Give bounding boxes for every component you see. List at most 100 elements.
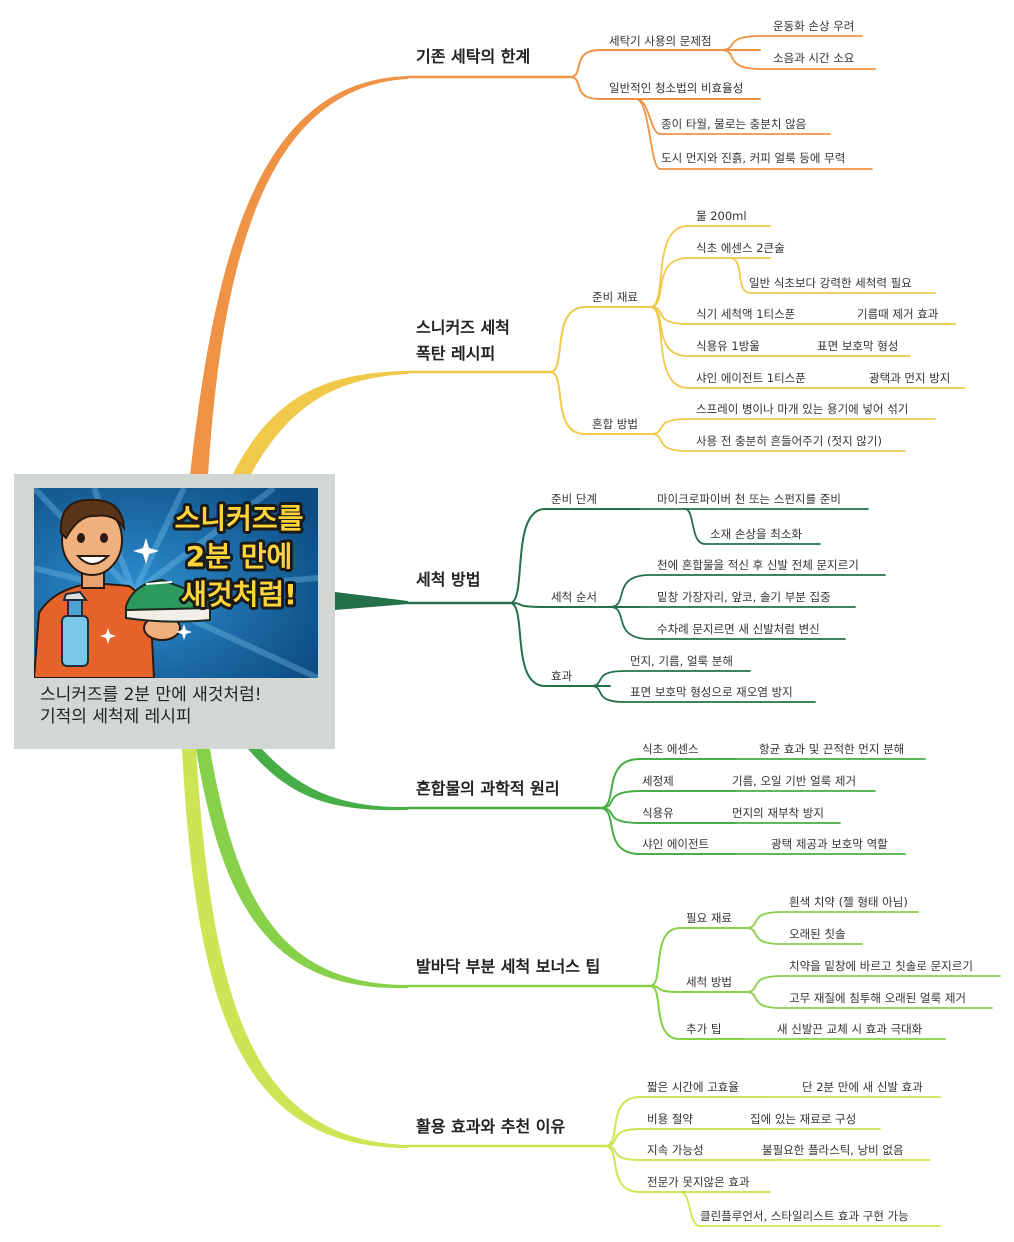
connector-line bbox=[649, 306, 771, 389]
leaf-topic[interactable]: 광택과 먼지 방지 bbox=[869, 371, 951, 385]
trunk-2 bbox=[232, 371, 408, 476]
connector-line bbox=[719, 35, 863, 51]
leaf-topic[interactable]: 운동화 손상 우려 bbox=[773, 19, 855, 33]
branch-title[interactable]: 세척 방법 bbox=[416, 570, 481, 589]
sub-topic[interactable]: 식초 에센스 bbox=[642, 742, 699, 756]
sub-topic[interactable]: 효과 bbox=[551, 669, 573, 683]
leaf-topic[interactable]: 치약을 밑창에 바르고 칫솔로 문지르기 bbox=[789, 959, 973, 973]
connector-line bbox=[649, 927, 746, 987]
leaf-topic[interactable]: 표면 보호막 형성으로 재오염 방지 bbox=[630, 685, 793, 699]
connector-line bbox=[744, 927, 863, 945]
central-node[interactable]: 스니커즈를 2분 만에 새것처럼! 스니커즈를 2분 만에 새것처럼! 기적의 … bbox=[14, 474, 335, 749]
leaf-topic[interactable]: 기름, 오일 기반 얼룩 제거 bbox=[732, 774, 857, 788]
sub-topic[interactable]: 일반적인 청소법의 비효율성 bbox=[609, 81, 744, 95]
sub-topic[interactable]: 세척 방법 bbox=[686, 975, 732, 989]
connector-line bbox=[729, 257, 936, 294]
connector-line bbox=[649, 418, 936, 435]
connector-line bbox=[684, 508, 821, 545]
branch-title-line2[interactable]: 폭탄 레시피 bbox=[416, 344, 496, 363]
leaf-topic[interactable]: 기름때 제거 효과 bbox=[857, 307, 939, 321]
leaf-topic[interactable]: 식기 세척액 1티스푼 bbox=[696, 307, 796, 321]
branch-title[interactable]: 발바닥 부분 세척 보너스 팁 bbox=[416, 957, 601, 976]
leaf-topic[interactable]: 밑창 가장자리, 앞코, 솔기 부분 집중 bbox=[657, 590, 831, 604]
central-title-line2: 기적의 세척제 레시피 bbox=[40, 707, 192, 727]
leaf-topic[interactable]: 식초 에센스 2큰술 bbox=[696, 241, 785, 255]
leaf-topic[interactable]: 마이크로파이버 천 또는 스펀지를 준비 bbox=[657, 492, 841, 506]
connector-line bbox=[609, 606, 846, 640]
leaf-topic[interactable]: 먼지, 기름, 얼룩 분해 bbox=[630, 654, 733, 668]
sub-topic[interactable]: 준비 재료 bbox=[592, 290, 638, 304]
leaf-topic[interactable]: 고무 재질에 침투해 오래된 얼룩 제거 bbox=[789, 991, 966, 1005]
leaf-topic[interactable]: 스프레이 병이나 마개 있는 용기에 넣어 섞기 bbox=[696, 402, 909, 416]
sub-topic[interactable]: 세척 순서 bbox=[551, 590, 597, 604]
trunk-6 bbox=[182, 749, 408, 1148]
sub-topic[interactable]: 세정제 bbox=[642, 774, 674, 788]
connector-line bbox=[744, 975, 1001, 993]
leaf-topic[interactable]: 종이 타월, 물로는 충분치 않음 bbox=[661, 117, 807, 131]
leaf-topic[interactable]: 일반 식초보다 강력한 세척력 필요 bbox=[749, 276, 912, 290]
thumbnail-headline-line1: 스니커즈를 bbox=[175, 502, 304, 535]
branch-title-line1[interactable]: 스니커즈 세척 bbox=[416, 318, 510, 337]
connector-line bbox=[649, 225, 771, 308]
sub-topic[interactable]: 짧은 시간에 고효율 bbox=[647, 1080, 739, 1094]
sub-topic[interactable]: 혼합 방법 bbox=[592, 417, 638, 431]
trunk-5 bbox=[196, 749, 408, 989]
leaf-topic[interactable]: 사용 전 충분히 흔들어주기 (젓지 않기) bbox=[696, 434, 882, 448]
leaf-topic[interactable]: 수차례 문지르면 새 신발처럼 변신 bbox=[657, 622, 820, 636]
connector-line bbox=[649, 433, 906, 452]
leaf-topic[interactable]: 먼지의 재부착 방지 bbox=[732, 806, 824, 820]
leaf-topic[interactable]: 소재 손상을 최소화 bbox=[710, 527, 802, 541]
branch-title[interactable]: 활용 효과와 추천 이유 bbox=[416, 1117, 566, 1136]
leaf-topic[interactable]: 집에 있는 재료로 구성 bbox=[750, 1112, 857, 1126]
leaf-topic[interactable]: 클린플루언서, 스타일리스트 효과 구현 가능 bbox=[700, 1209, 909, 1223]
sub-topic[interactable]: 샤인 에이전트 bbox=[642, 837, 710, 851]
leaf-topic[interactable]: 단 2분 만에 새 신발 효과 bbox=[802, 1080, 923, 1094]
connector-line bbox=[599, 807, 736, 855]
connector-line bbox=[589, 685, 816, 703]
branch-title[interactable]: 혼합물의 과학적 원리 bbox=[416, 779, 560, 798]
connector-line bbox=[679, 1191, 941, 1227]
trunk-4 bbox=[248, 749, 408, 811]
sub-topic[interactable]: 세탁기 사용의 문제점 bbox=[609, 34, 712, 48]
leaf-topic[interactable]: 물 200ml bbox=[696, 209, 747, 223]
leaf-topic[interactable]: 불필요한 플라스틱, 낭비 없음 bbox=[762, 1143, 904, 1157]
thumbnail-headline-line2: 2분 만에 bbox=[186, 540, 293, 573]
sub-topic[interactable]: 비용 절약 bbox=[647, 1112, 693, 1126]
connector-line bbox=[569, 76, 761, 100]
connector-line bbox=[609, 574, 886, 608]
connector-line bbox=[509, 508, 641, 604]
leaf-topic[interactable]: 도시 먼지와 진흙, 커피 얼룩 등에 무력 bbox=[661, 151, 846, 165]
leaf-topic[interactable]: 소음과 시간 소요 bbox=[773, 51, 855, 65]
sub-topic[interactable]: 필요 재료 bbox=[686, 911, 732, 925]
branch-title[interactable]: 기존 세탁의 한계 bbox=[416, 47, 531, 66]
sub-topic[interactable]: 추가 팁 bbox=[686, 1022, 722, 1036]
leaf-topic[interactable]: 오래된 칫솔 bbox=[789, 927, 846, 941]
connector-line bbox=[509, 602, 611, 687]
leaf-topic[interactable]: 새 신발끈 교체 시 효과 극대화 bbox=[777, 1022, 923, 1036]
leaf-topic[interactable]: 표면 보호막 형성 bbox=[817, 339, 899, 353]
connector-line bbox=[509, 602, 641, 608]
connector-line bbox=[744, 991, 993, 1009]
connector-line bbox=[744, 911, 919, 929]
connector-line bbox=[635, 98, 873, 170]
leaf-topic[interactable]: 흰색 치약 (젤 형태 아님) bbox=[789, 895, 908, 909]
thumbnail-image: 스니커즈를 2분 만에 새것처럼! bbox=[34, 488, 318, 678]
leaf-topic[interactable]: 천에 혼합물을 적신 후 신발 전체 문지르기 bbox=[657, 558, 859, 572]
connector-line bbox=[589, 670, 751, 687]
leaf-topic[interactable]: 항균 효과 및 끈적한 먼지 분해 bbox=[759, 742, 905, 756]
connector-line bbox=[549, 371, 651, 435]
connector-line bbox=[604, 1096, 771, 1147]
sub-topic[interactable]: 지속 가능성 bbox=[647, 1143, 704, 1157]
sub-topic[interactable]: 식용유 bbox=[642, 806, 674, 820]
trunk-3 bbox=[335, 592, 408, 610]
connector-line bbox=[599, 758, 736, 809]
sub-topic[interactable]: 전문가 못지않은 효과 bbox=[647, 1175, 750, 1189]
leaf-topic[interactable]: 식용유 1방울 bbox=[696, 339, 760, 353]
sub-topic[interactable]: 준비 단계 bbox=[551, 492, 597, 506]
thumbnail-headline-line3: 새것처럼! bbox=[181, 578, 297, 611]
leaf-topic[interactable]: 광택 제공과 보호막 역할 bbox=[771, 837, 888, 851]
leaf-topic[interactable]: 샤인 에이전트 1티스푼 bbox=[696, 371, 806, 385]
connector-line bbox=[649, 257, 771, 308]
